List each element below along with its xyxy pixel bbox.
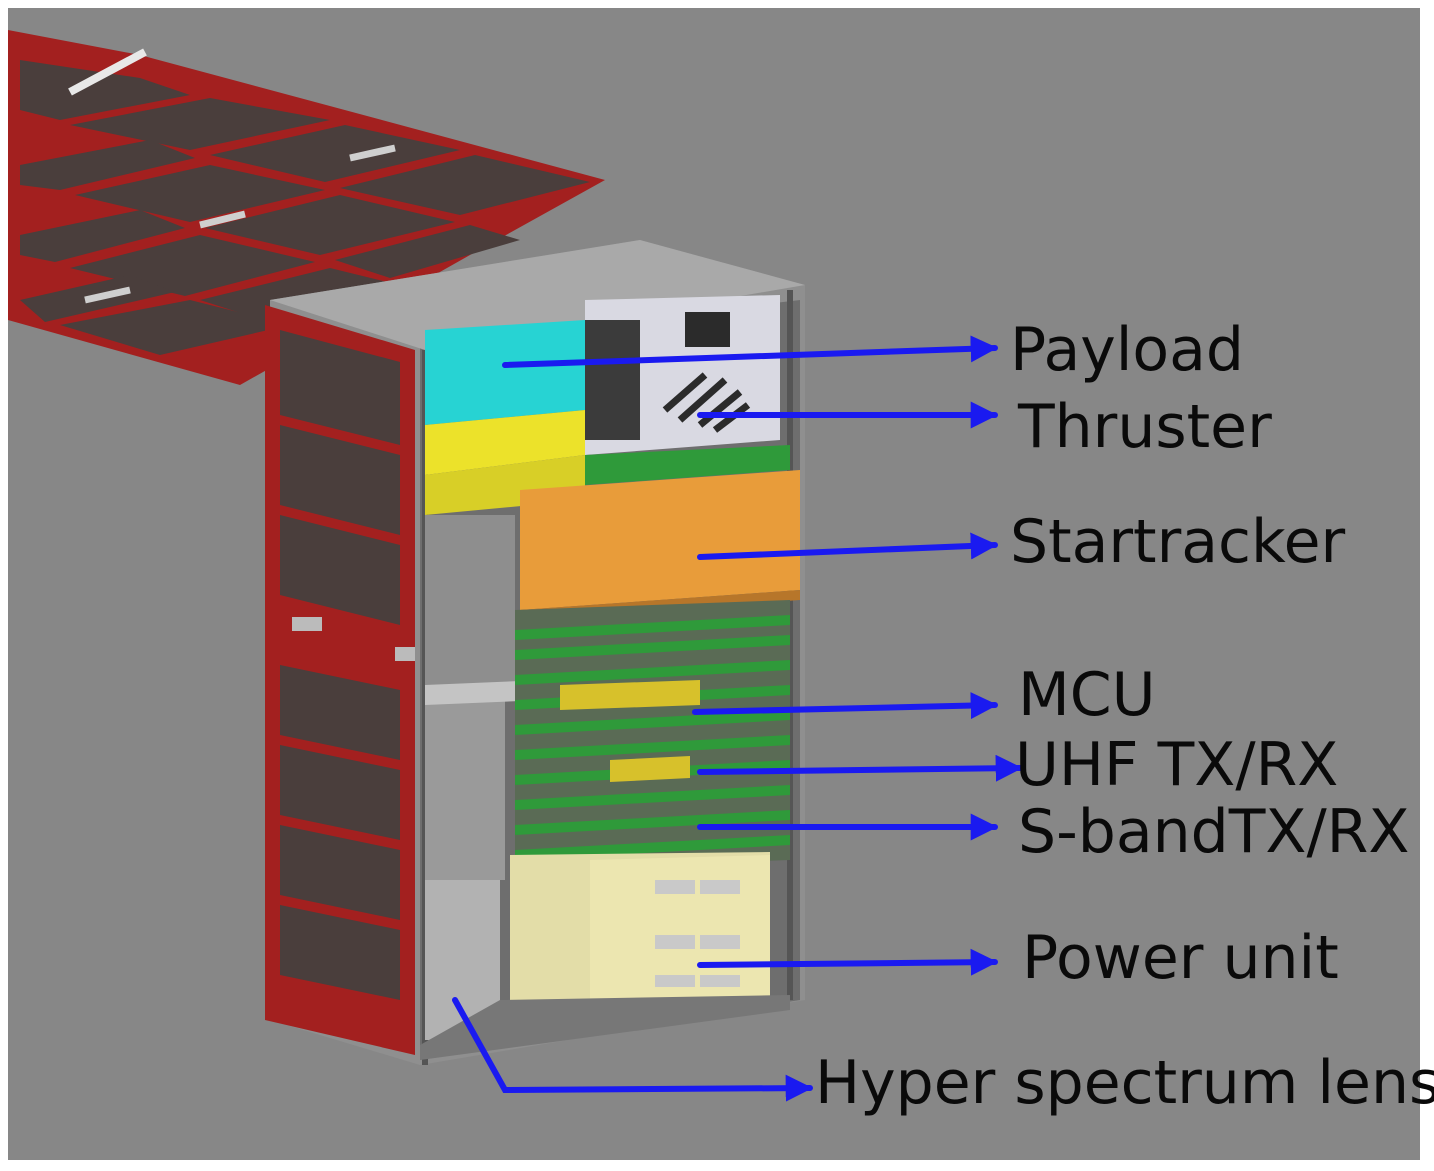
solar-panel-wing — [8, 30, 605, 385]
lens-arrow — [452, 997, 813, 1102]
payload-module — [425, 320, 585, 515]
startracker-module — [520, 470, 800, 620]
payload-arrow — [502, 335, 998, 368]
label-power-unit: Power unit — [1022, 923, 1339, 993]
lens-barrel — [425, 515, 545, 1040]
thruster-module — [585, 295, 790, 485]
label-payload: Payload — [1010, 315, 1244, 385]
pcb-stack — [515, 600, 790, 870]
label-startracker: Startracker — [1010, 507, 1346, 577]
startracker-arrow — [697, 532, 998, 560]
label-mcu: MCU — [1018, 660, 1156, 730]
label-thruster: Thruster — [1017, 392, 1272, 462]
label-uhf: UHF TX/RX — [1015, 730, 1338, 800]
label-hyper-spectrum-lens: Hyper spectrum lens — [815, 1048, 1434, 1118]
side-solar-panel — [265, 305, 415, 1055]
uhf-arrow — [697, 754, 1023, 782]
label-sband: S-bandTX/RX — [1018, 797, 1409, 867]
mcu-arrow — [692, 692, 998, 720]
power-arrow — [697, 948, 998, 976]
